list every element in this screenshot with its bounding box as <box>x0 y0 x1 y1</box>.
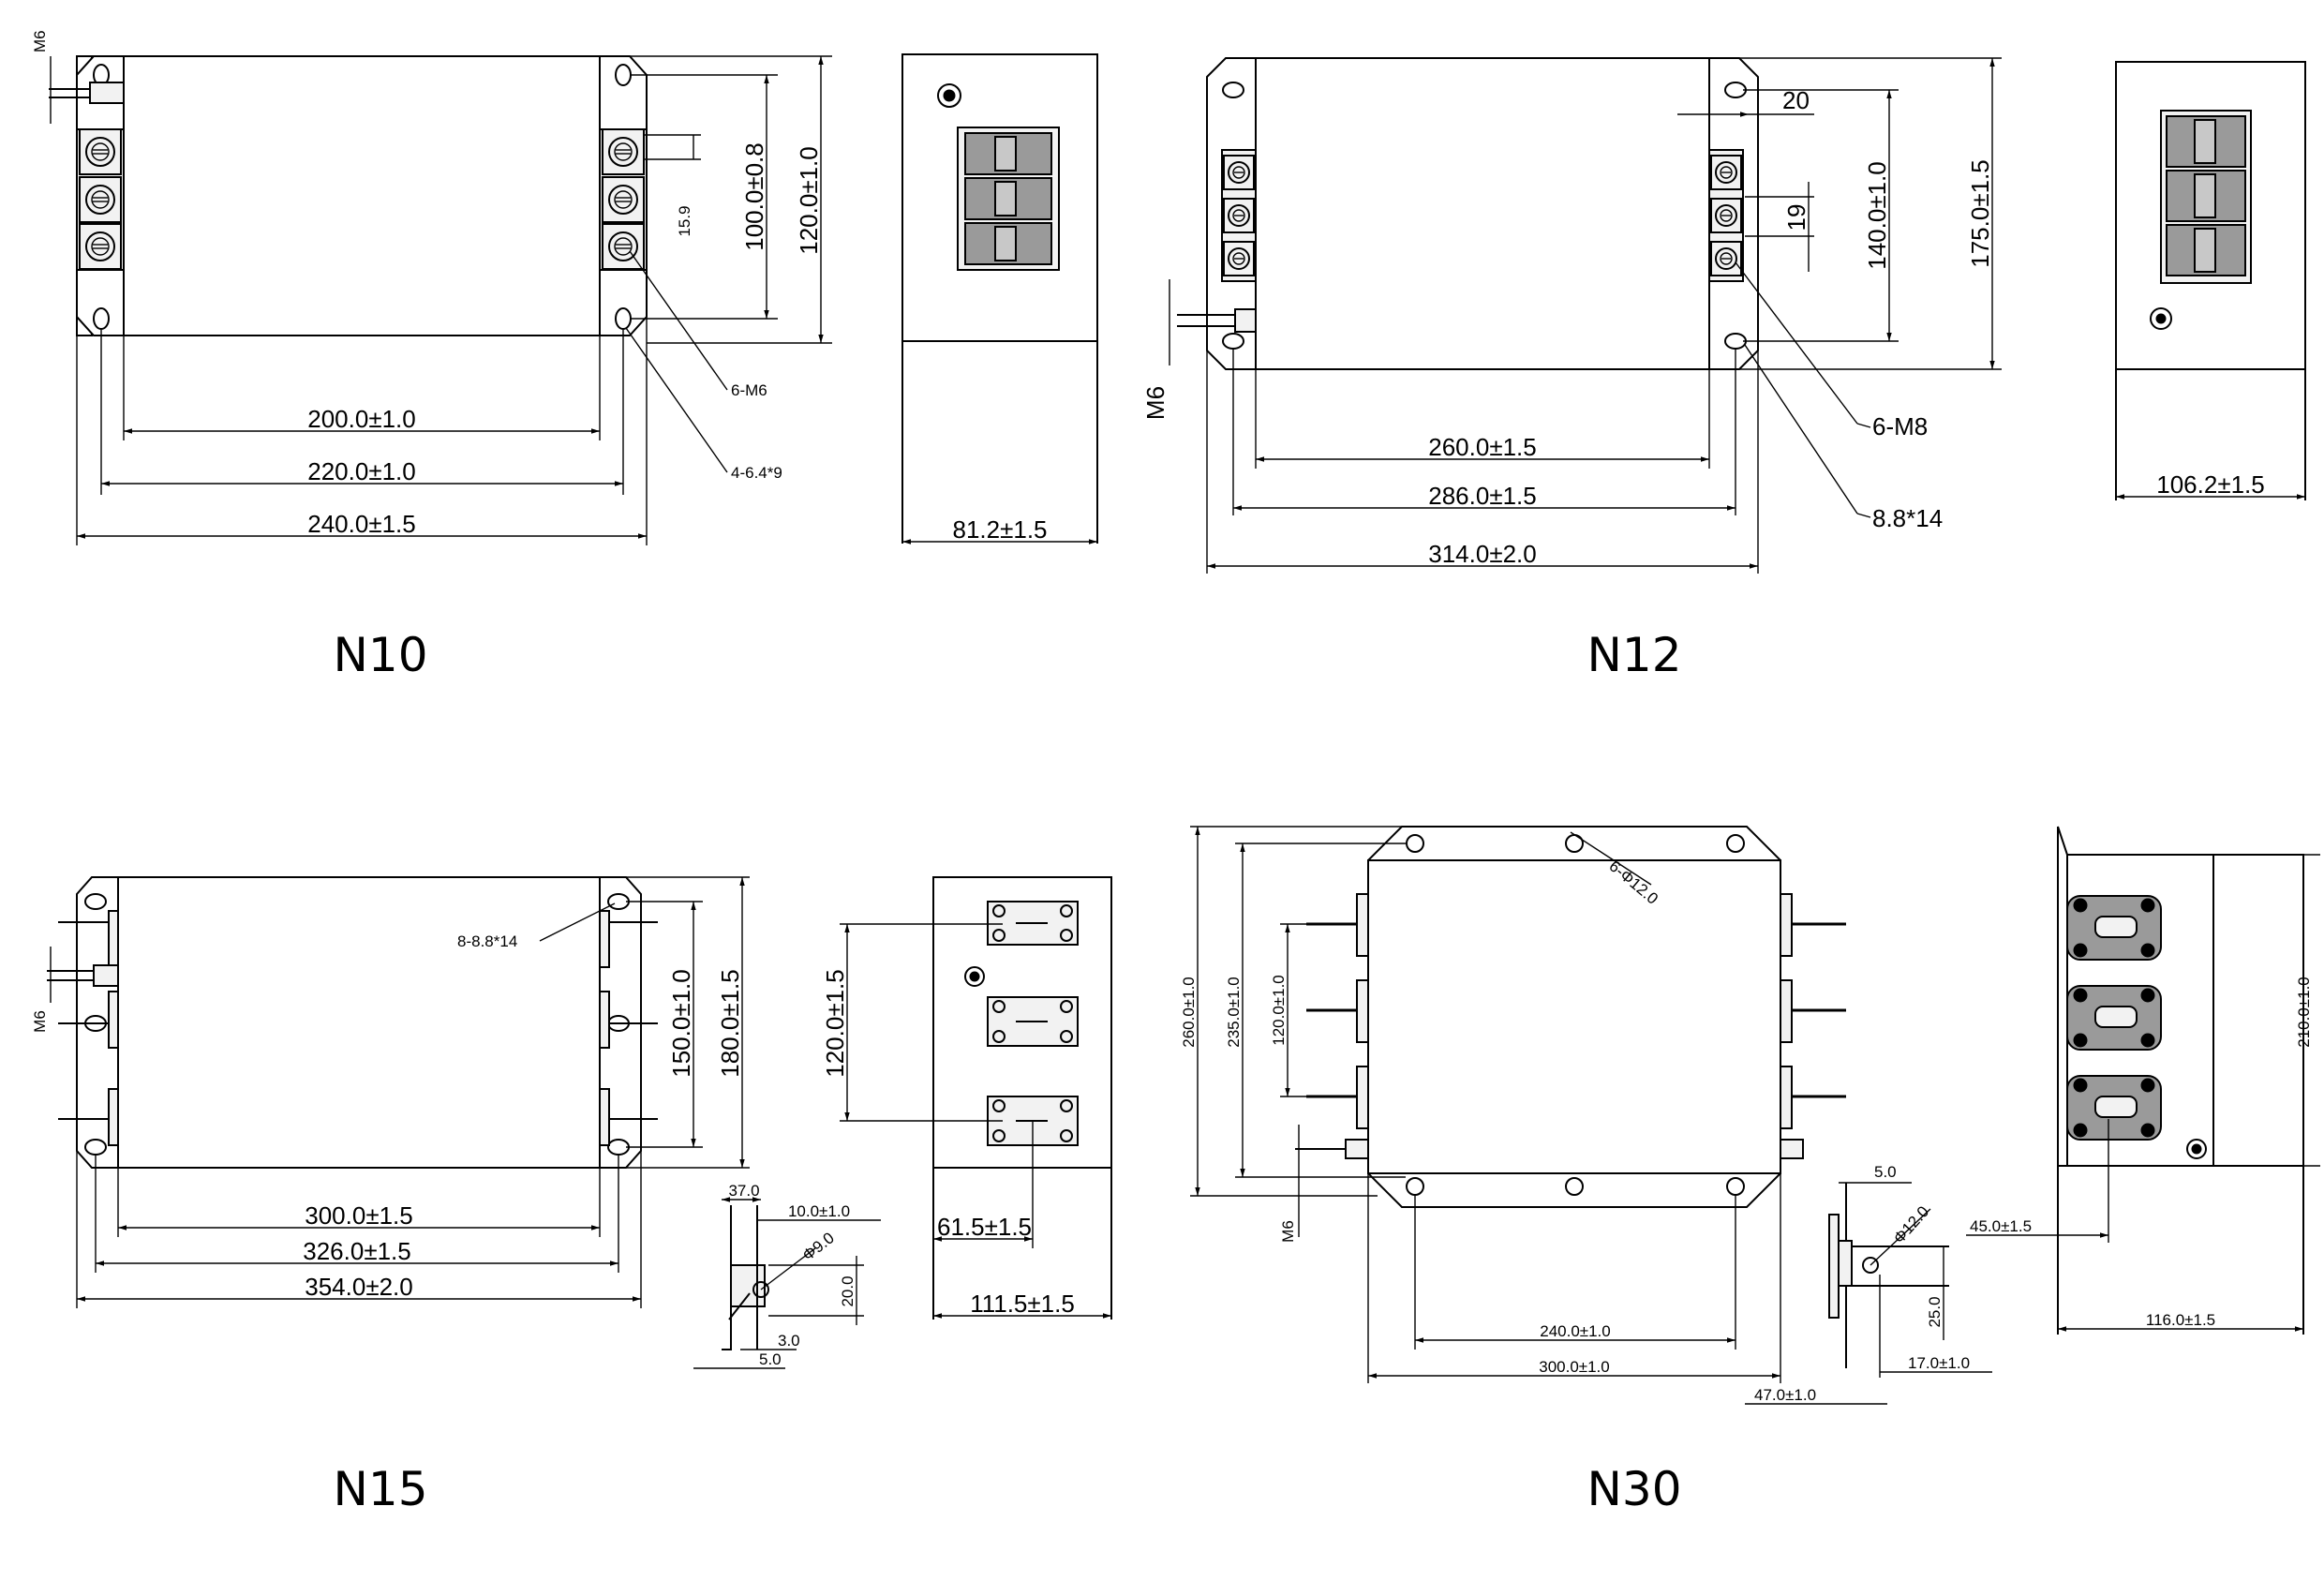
n30-dim-width-240: 240.0±1.0 <box>1540 1322 1611 1340</box>
n15-bracket-5: 5.0 <box>759 1350 782 1368</box>
n30-dim-height-235: 235.0±1.0 <box>1225 977 1243 1048</box>
n15-screw-label: M6 <box>31 1010 49 1033</box>
n15-dim-height-150: 150.0±1.0 <box>667 969 695 1077</box>
n30-bracket-47: 47.0±1.0 <box>1754 1386 1816 1404</box>
n15-bracket-37: 37.0 <box>728 1182 759 1200</box>
n30-bracket-25: 25.0 <box>1926 1296 1944 1327</box>
n15-bracket-3: 3.0 <box>778 1332 800 1350</box>
n15-bracket-10: 10.0±1.0 <box>788 1202 850 1220</box>
n10-dim-height-100: 100.0±0.8 <box>740 142 768 250</box>
n15-view: M6 300.0±1.5 326.0±1.5 354.0±2.0 150.0±1… <box>31 876 1112 1516</box>
n10-view: M6 200.0±1.0 220.0±1.0 240.0±1.5 100.0±0… <box>31 30 1098 682</box>
n15-bracket-20: 20.0 <box>839 1275 857 1306</box>
n10-dim-pitch: 15.9 <box>676 205 693 236</box>
n10-screw-label: M6 <box>31 30 49 52</box>
n15-dim-side-depth: 111.5±1.5 <box>970 1290 1075 1318</box>
n15-bracket-detail: 37.0 10.0±1.0 Φ9.0 20.0 3.0 5.0 <box>693 1182 881 1369</box>
n15-dim-width-326: 326.0±1.5 <box>303 1237 410 1265</box>
n30-dim-width-300: 300.0±1.0 <box>1539 1358 1610 1376</box>
n30-bracket-detail: 5.0 Φ12.0 25.0 17.0±1.0 47.0±1.0 <box>1745 1163 1992 1405</box>
n15-body <box>117 876 601 1169</box>
n15-dim-side-120: 120.0±1.5 <box>821 969 849 1077</box>
n30-bracket-5: 5.0 <box>1874 1163 1897 1181</box>
n15-dim-side-61: 61.5±1.5 <box>937 1213 1032 1241</box>
n10-dim-width-240: 240.0±1.5 <box>307 510 415 538</box>
n30-dim-height-260: 260.0±1.0 <box>1180 977 1198 1048</box>
n30-screw-label: M6 <box>1279 1220 1297 1243</box>
n12-body <box>1255 57 1710 370</box>
n10-dim-width-200: 200.0±1.0 <box>307 405 415 433</box>
n12-dim-side-depth: 106.2±1.5 <box>2156 470 2264 499</box>
n30-dim-side-210: 210.0±1.0 <box>2295 977 2313 1048</box>
n15-callout-holes: 8-8.8*14 <box>457 932 517 950</box>
n10-dim-side-depth: 81.2±1.5 <box>952 515 1047 544</box>
n15-dim-width-354: 354.0±2.0 <box>305 1273 412 1301</box>
n10-dim-width-220: 220.0±1.0 <box>307 457 415 485</box>
n30-dim-height-120: 120.0±1.0 <box>1270 975 1288 1046</box>
n15-dim-width-300: 300.0±1.5 <box>305 1201 412 1230</box>
n30-caption: N30 <box>1587 1462 1681 1516</box>
n30-dim-side-45: 45.0±1.5 <box>1970 1217 2032 1235</box>
n10-callout-holes: 4-6.4*9 <box>731 464 782 482</box>
n15-caption: N15 <box>333 1462 427 1516</box>
n10-callout-terminals: 6-M6 <box>731 381 767 399</box>
n30-bracket-hole: Φ12.0 <box>1890 1202 1932 1246</box>
n30-bracket-17: 17.0±1.0 <box>1908 1354 1970 1372</box>
n12-dim-width-314: 314.0±2.0 <box>1428 540 1536 568</box>
n30-view: M6 260.0±1.0 235.0±1.0 120.0±1.0 240.0±1… <box>1180 826 2320 1516</box>
n12-callout-terminals: 6-M8 <box>1872 412 1928 440</box>
n15-bracket-hole: Φ9.0 <box>799 1229 838 1264</box>
n30-body <box>1367 859 1781 1174</box>
n12-view: M6 260.0±1.5 286.0±1.5 314.0±2.0 140.0±1… <box>1141 57 2306 682</box>
n12-dim-height-140: 140.0±1.0 <box>1863 161 1891 269</box>
n12-dim-offset: 20 <box>1782 86 1810 114</box>
n12-screw-label: M6 <box>1141 386 1169 420</box>
n12-dim-width-260: 260.0±1.5 <box>1428 433 1536 461</box>
n30-dim-side-depth: 116.0±1.5 <box>2146 1311 2215 1329</box>
n15-dim-height-180: 180.0±1.5 <box>716 969 744 1077</box>
n10-dim-height-120: 120.0±1.0 <box>795 146 823 254</box>
n12-dim-height-175: 175.0±1.5 <box>1966 159 1994 267</box>
n10-body <box>123 55 601 336</box>
n12-dim-width-286: 286.0±1.5 <box>1428 482 1536 510</box>
n12-caption: N12 <box>1587 628 1681 682</box>
n12-callout-holes: 8.8*14 <box>1872 504 1943 532</box>
n30-side-view: 210.0±1.0 45.0±1.5 116.0±1.5 <box>1966 826 2320 1335</box>
n10-caption: N10 <box>333 628 427 682</box>
n12-dim-pitch: 19 <box>1782 204 1810 231</box>
